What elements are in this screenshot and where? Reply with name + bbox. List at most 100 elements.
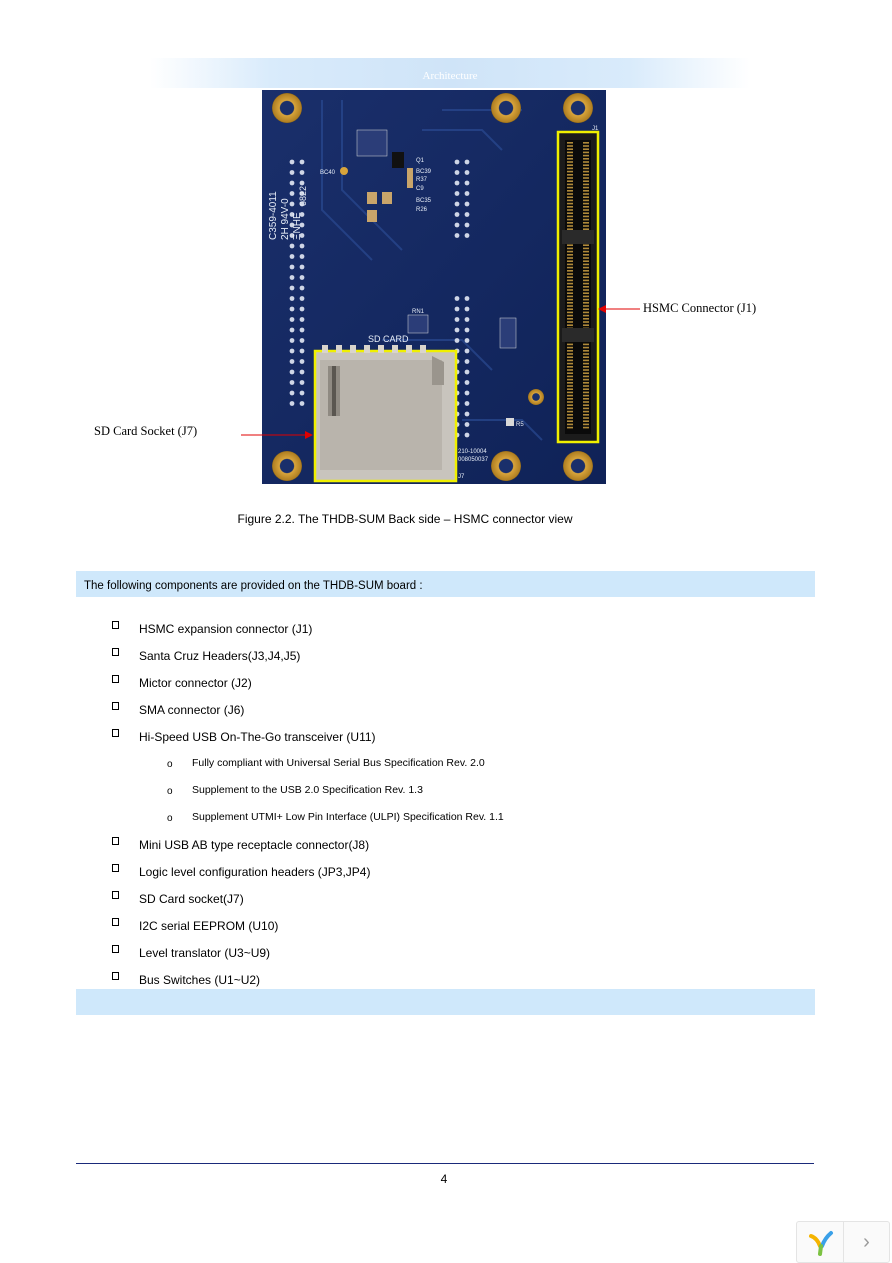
connector-pin	[567, 148, 573, 150]
connector-pin	[583, 273, 589, 275]
header-hole	[299, 159, 305, 165]
sub-list-item: Supplement to the USB 2.0 Specification …	[192, 784, 423, 796]
connector-pin	[567, 161, 573, 163]
connector-pin	[567, 295, 573, 298]
header-hole	[299, 212, 305, 217]
next-page-button[interactable]: ›	[863, 1231, 870, 1253]
connector-pin	[583, 305, 589, 307]
connector-pin	[567, 279, 573, 282]
header-hole	[299, 285, 305, 291]
connector-pin	[567, 276, 573, 278]
header-hole	[299, 180, 305, 186]
connector-pin	[583, 404, 589, 406]
connector-pin	[567, 410, 573, 413]
connector-pin	[567, 324, 573, 326]
connector-pin	[583, 410, 589, 413]
connector-pin	[567, 273, 573, 275]
header-hole	[464, 191, 470, 196]
connector-pin	[567, 414, 573, 416]
connector-pin	[567, 298, 573, 301]
connector-pin	[567, 164, 573, 166]
connector-pin	[567, 154, 573, 157]
board-label: R26	[416, 207, 428, 213]
board-label: SD CARD	[368, 334, 409, 344]
connector-pin	[567, 266, 573, 269]
connector-pin	[567, 423, 573, 426]
board-label: J1	[592, 126, 599, 132]
connector-pin	[567, 292, 573, 294]
header-hole	[454, 180, 460, 186]
header-hole	[289, 317, 295, 322]
connector-pin	[583, 190, 589, 192]
connector-pin	[583, 222, 589, 224]
connector-pin	[567, 289, 573, 291]
connector-pin	[567, 167, 573, 170]
hsmc-callout-label: HSMC Connector (J1)	[643, 301, 757, 315]
connector-pin	[583, 154, 589, 157]
connector-pin	[567, 308, 573, 310]
connector-pin	[567, 350, 573, 352]
board-label: R5	[516, 422, 524, 428]
list-bullet	[112, 891, 119, 899]
board-label: J7	[458, 474, 465, 480]
connector-pin	[567, 286, 573, 288]
connector-pin	[583, 289, 589, 291]
connector-pin	[583, 362, 589, 365]
list-bullet	[112, 837, 119, 845]
board-marking: 0822	[298, 186, 308, 206]
header-hole	[299, 222, 305, 228]
header-hole	[289, 222, 295, 228]
connector-pin	[583, 308, 589, 310]
list-item: I2C serial EEPROM (U10)	[139, 919, 279, 933]
list-bullet	[112, 621, 119, 629]
connector-pin	[583, 266, 589, 269]
list-bullet	[112, 918, 119, 926]
app-logo-icon	[809, 1231, 833, 1256]
connector-pin	[567, 407, 573, 410]
header-hole	[299, 380, 305, 385]
connector-pin	[567, 142, 573, 144]
header-hole	[289, 380, 295, 385]
connector-pin	[583, 206, 589, 208]
header-hole	[299, 254, 305, 259]
header-hole	[289, 170, 295, 175]
footer-rule	[76, 1163, 814, 1164]
connector-pin	[583, 426, 589, 429]
nav-divider	[843, 1222, 844, 1262]
header-hole	[464, 317, 470, 322]
connector-pin	[567, 145, 573, 147]
header-hole	[464, 411, 470, 417]
connector-pin	[583, 369, 589, 371]
connector-pin	[567, 378, 573, 381]
header-hole	[299, 317, 305, 322]
connector-pin	[583, 199, 589, 202]
header-hole	[464, 338, 470, 343]
connector-pin	[567, 282, 573, 285]
connector-pin	[567, 375, 573, 378]
connector-pin	[583, 366, 589, 368]
connector-pin	[567, 311, 573, 314]
connector-pin	[567, 244, 573, 246]
connector-pin	[567, 382, 573, 384]
connector-pin	[567, 222, 573, 224]
connector-pin	[567, 158, 573, 160]
header-hole	[289, 201, 295, 207]
list-bullet	[112, 675, 119, 683]
header-hole	[299, 233, 305, 238]
connector-pin	[583, 407, 589, 410]
mounting-hole	[563, 451, 593, 481]
figure-caption: Figure 2.2. The THDB-SUM Back side – HSM…	[237, 512, 573, 526]
connector-pin	[583, 414, 589, 416]
connector-pin	[583, 158, 589, 160]
list-item: Mini USB AB type receptacle connector(J8…	[139, 838, 370, 852]
connector-pin	[583, 164, 589, 166]
connector-pin	[567, 174, 573, 176]
connector-pin	[583, 244, 589, 246]
connector-pin	[583, 215, 589, 218]
connector-pin	[567, 398, 573, 400]
connector-pin	[583, 254, 589, 256]
header-hole	[454, 306, 460, 312]
page-number: 4	[440, 1172, 448, 1186]
connector-pin	[567, 305, 573, 307]
sd-callout-label: SD Card Socket (J7)	[94, 424, 198, 438]
